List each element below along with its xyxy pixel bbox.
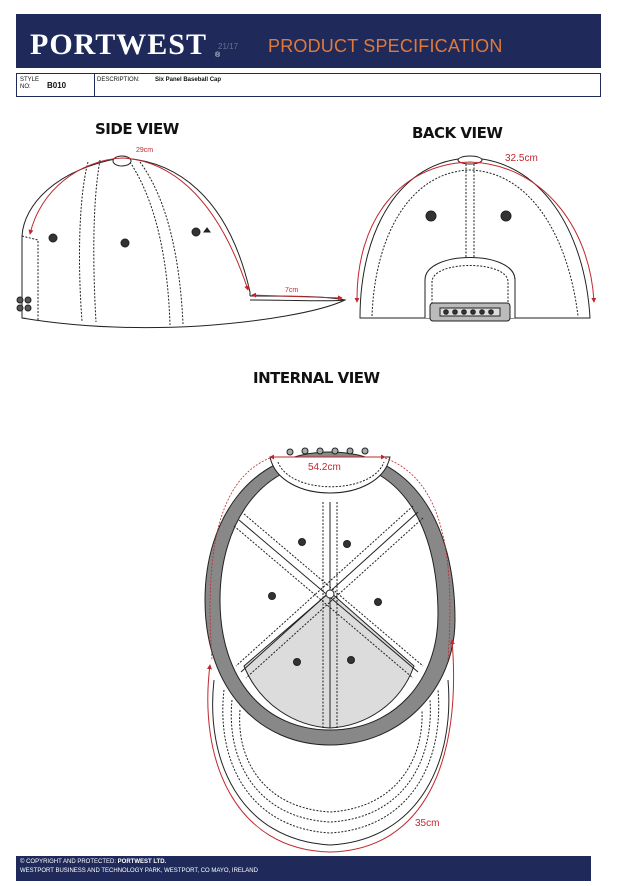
spec-date: 21/17 <box>218 42 239 51</box>
internal-band-dimension-label: 54.2cm <box>308 462 341 473</box>
style-label: STYLE NO: <box>20 77 40 90</box>
back-dimension-label: 32.5cm <box>505 153 538 164</box>
back-dimension <box>354 161 597 303</box>
internal-band-right-line <box>384 457 451 661</box>
page-title: PRODUCT SPECIFICATION <box>268 36 503 56</box>
back-view-title: BACK VIEW <box>412 124 503 142</box>
company-address: WESTPORT BUSINESS AND TECHNOLOGY PARK, W… <box>20 868 258 874</box>
company-name: PORTWEST LTD. <box>117 859 167 865</box>
header-bar: PORTWEST ® 21/17 PRODUCT SPECIFICATION <box>16 14 601 68</box>
side-peak-dimension-label: 7cm <box>285 287 298 294</box>
side-view-title: SIDE VIEW <box>95 120 179 138</box>
internal-peak-dimension-label: 35cm <box>415 818 439 829</box>
side-crown-dimension-label: 29cm <box>136 147 153 154</box>
internal-peak-dimension <box>206 639 455 853</box>
back-view-drawing <box>359 155 591 322</box>
style-cell: STYLE NO: B010 <box>17 74 95 96</box>
internal-band-left-line <box>209 457 271 661</box>
internal-view-title: INTERNAL VIEW <box>253 369 380 387</box>
description-label: DESCRIPTION: <box>97 77 140 83</box>
internal-view-drawing <box>204 447 456 846</box>
registered-mark: ® <box>215 52 221 59</box>
info-box: STYLE NO: B010 DESCRIPTION: Six Panel Ba… <box>16 73 601 97</box>
copyright-line: © COPYRIGHT AND PROTECTED: PORTWEST LTD. <box>20 858 587 867</box>
footer-bar: © COPYRIGHT AND PROTECTED: PORTWEST LTD.… <box>16 856 591 881</box>
style-value: B010 <box>47 81 67 90</box>
side-crown-dimension <box>28 157 250 291</box>
side-peak-dimension <box>251 292 343 301</box>
description-value: Six Panel Baseball Cap <box>155 77 222 83</box>
side-view-drawing <box>16 155 347 329</box>
brand-logo: PORTWEST <box>30 28 207 61</box>
copyright-prefix: © COPYRIGHT AND PROTECTED: <box>20 859 118 865</box>
